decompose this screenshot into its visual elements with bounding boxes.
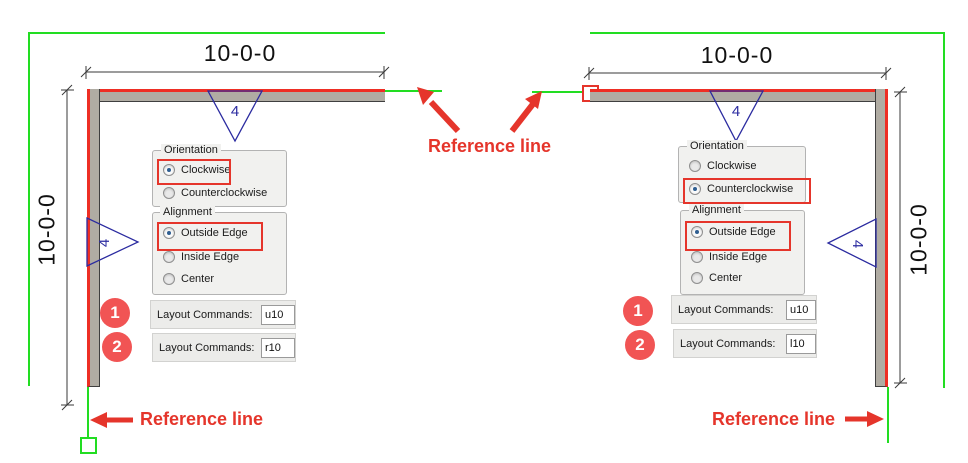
radio-label: Center bbox=[709, 272, 743, 284]
left-top-wall-tag-number: 4 bbox=[231, 103, 239, 120]
left-top-wall-tag-triangle bbox=[206, 90, 264, 143]
right-step-badge-2: 2 bbox=[625, 330, 655, 360]
right-side-wall-tag-triangle bbox=[826, 217, 877, 269]
left-start-point-square bbox=[80, 437, 97, 454]
left-boundary-line-side bbox=[28, 32, 30, 386]
center-right-arrowhead bbox=[525, 91, 542, 109]
left-side-wall-tag-triangle bbox=[86, 216, 140, 268]
left-step-badge-2: 2 bbox=[102, 332, 132, 362]
annotation-arrows bbox=[90, 87, 884, 428]
radio-label: Inside Edge bbox=[181, 251, 240, 263]
radio-label: Outside Edge bbox=[709, 226, 776, 238]
layout-commands-input[interactable] bbox=[261, 304, 295, 325]
left-radio-outside-edge[interactable]: Outside Edge bbox=[163, 227, 248, 239]
center-left-arrow bbox=[428, 99, 461, 134]
right-boundary-line-top bbox=[590, 32, 945, 34]
layout-commands-label: Layout Commands: bbox=[680, 337, 776, 350]
center-reference-line-label: Reference line bbox=[428, 136, 552, 156]
radio-button-icon[interactable] bbox=[691, 226, 703, 238]
radio-label: Outside Edge bbox=[181, 227, 248, 239]
right-outside-edge-highlight-box bbox=[685, 221, 791, 251]
right-orientation-legend: Orientation bbox=[687, 140, 747, 152]
left-radio-clockwise[interactable]: Clockwise bbox=[163, 164, 231, 176]
right-layout-commands-row-2: Layout Commands: bbox=[673, 329, 817, 358]
radio-label: Inside Edge bbox=[709, 251, 768, 263]
left-radio-center[interactable]: Center bbox=[163, 273, 214, 285]
right-reference-line-vertical bbox=[887, 387, 889, 443]
right-layout-commands-row-1: Layout Commands: bbox=[671, 295, 817, 324]
layout-commands-label: Layout Commands: bbox=[157, 308, 253, 321]
radio-label: Counterclockwise bbox=[181, 187, 268, 199]
left-clockwise-highlight-box bbox=[157, 159, 231, 185]
layout-commands-input[interactable] bbox=[786, 333, 816, 354]
center-right-arrow bbox=[509, 102, 536, 133]
right-radio-clockwise[interactable]: Clockwise bbox=[689, 160, 757, 172]
left-outside-edge-highlight-box bbox=[157, 222, 263, 251]
right-top-wall-tag-triangle bbox=[708, 90, 765, 143]
radio-button-icon[interactable] bbox=[691, 272, 703, 284]
right-boundary-line-side bbox=[943, 32, 945, 388]
radio-button-icon[interactable] bbox=[689, 183, 701, 195]
left-boundary-line-top bbox=[29, 32, 385, 34]
right-radio-counterclockwise[interactable]: Counterclockwise bbox=[689, 183, 793, 195]
left-horizontal-dimension-text: 10-0-0 bbox=[203, 40, 277, 66]
right-vertical-dimension bbox=[894, 86, 907, 389]
right-reference-line-horizontal bbox=[532, 91, 584, 93]
left-horizontal-dimension bbox=[80, 66, 390, 79]
radio-button-icon[interactable] bbox=[163, 251, 175, 263]
right-orientation-groupbox bbox=[678, 146, 806, 203]
radio-button-icon[interactable] bbox=[163, 187, 175, 199]
layout-commands-input[interactable] bbox=[786, 299, 816, 320]
center-left-arrowhead bbox=[417, 87, 434, 105]
left-alignment-legend: Alignment bbox=[160, 206, 215, 218]
radio-label: Clockwise bbox=[181, 164, 231, 176]
radio-label: Counterclockwise bbox=[707, 183, 794, 195]
layout-commands-input[interactable] bbox=[261, 337, 295, 358]
radio-button-icon[interactable] bbox=[691, 251, 703, 263]
radio-button-icon[interactable] bbox=[163, 164, 175, 176]
right-radio-center[interactable]: Center bbox=[691, 272, 742, 284]
left-wall-vertical bbox=[87, 89, 100, 387]
right-horizontal-dimension bbox=[583, 67, 892, 80]
right-counterclockwise-highlight-box bbox=[683, 178, 811, 204]
radio-button-icon[interactable] bbox=[163, 227, 175, 239]
left-vertical-dimension-text: 10-0-0 bbox=[33, 193, 60, 266]
layout-commands-label: Layout Commands: bbox=[159, 341, 255, 354]
layout-commands-label: Layout Commands: bbox=[678, 303, 774, 316]
right-reference-arrowhead bbox=[867, 411, 884, 427]
left-orientation-legend: Orientation bbox=[161, 144, 221, 156]
left-reference-arrowhead bbox=[90, 412, 107, 428]
left-vertical-dimension bbox=[61, 84, 74, 411]
right-side-wall-tag-number: 4 bbox=[849, 240, 866, 248]
right-radio-inside-edge[interactable]: Inside Edge bbox=[691, 251, 767, 263]
left-layout-commands-row-1: Layout Commands: bbox=[150, 300, 296, 329]
left-radio-inside-edge[interactable]: Inside Edge bbox=[163, 251, 239, 263]
radio-button-icon[interactable] bbox=[163, 273, 175, 285]
radio-label: Center bbox=[181, 273, 215, 285]
right-alignment-legend: Alignment bbox=[689, 204, 744, 216]
radio-button-icon[interactable] bbox=[689, 160, 701, 172]
radio-label: Clockwise bbox=[707, 160, 757, 172]
right-reference-line-label: Reference line bbox=[712, 409, 836, 429]
left-reference-line-label: Reference line bbox=[140, 409, 264, 429]
left-reference-line-vertical bbox=[87, 387, 89, 437]
right-horizontal-dimension-text: 10-0-0 bbox=[700, 42, 774, 68]
right-step-badge-1: 1 bbox=[623, 296, 653, 326]
left-step-badge-1: 1 bbox=[100, 298, 130, 328]
left-radio-counterclockwise[interactable]: Counterclockwise bbox=[163, 187, 267, 199]
left-side-wall-tag-number: 4 bbox=[96, 239, 113, 247]
right-radio-outside-edge[interactable]: Outside Edge bbox=[691, 226, 776, 238]
right-top-wall-tag-number: 4 bbox=[732, 103, 740, 120]
left-reference-line-horizontal bbox=[385, 90, 442, 92]
right-vertical-dimension-text: 10-0-0 bbox=[905, 203, 932, 276]
left-layout-commands-row-2: Layout Commands: bbox=[152, 333, 296, 362]
